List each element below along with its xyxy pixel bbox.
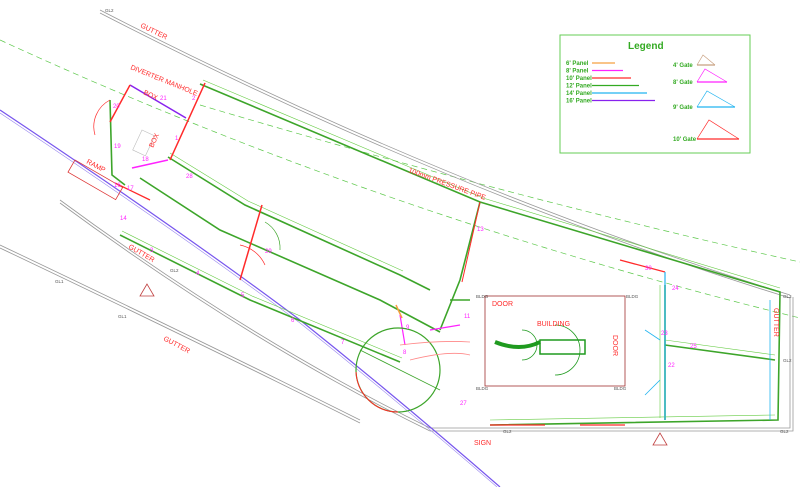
legend-gate-swing [696,119,740,140]
property-line-dashed [199,104,800,263]
play-structure [494,340,541,349]
property-line-dashed [0,39,800,319]
panel-number: 27 [460,401,467,407]
legend-gate-label: 8' Gate [673,80,693,86]
legend-panel-label: 16' Panel [566,99,592,105]
gutter-label: GUTTER [162,336,191,356]
panel-number: 5 [241,293,245,299]
panel-number: 6 [291,318,295,324]
panel-number: 7 [341,340,345,346]
legend-gate-label: 4' Gate [673,63,693,69]
legend-gate-label: 10' Gate [673,137,697,143]
door-label: DOOR [492,301,513,308]
pressure-pipe-line [0,109,501,487]
survey-point-label: GL2 [105,8,114,13]
panel-number: 4 [196,271,200,277]
survey-point-label: BLDG [476,294,489,299]
panel-number: 8 [403,350,407,356]
survey-marker-triangle [139,283,155,297]
survey-point-label: GL1 [118,314,127,319]
panel-number: 2 [192,96,196,102]
panel-number: 24 [672,286,679,292]
legend-gate-label: 9' Gate [673,105,693,111]
legend-gate-swing [696,54,716,66]
legend-title: Legend [628,41,664,52]
panel-number: 30 [645,266,652,272]
box-label: BOX [142,89,159,102]
survey-points: GL2 GL2 GL1 GL1 GL2 GL2 GL3 GL2 BLDG BLD… [55,8,792,434]
legend-panel-label: 12' Panel [566,84,592,90]
survey-point-label: GL2 [503,429,512,434]
survey-point-label: BLDG [476,386,489,391]
door-label: DOOR [611,335,618,356]
building-outline [484,295,626,387]
legend-gate-swing [696,90,736,108]
survey-point-label: GL2 [783,358,792,363]
panel-number: 28 [186,174,193,180]
box-label: BOX [148,132,161,149]
panel-number: 9 [406,325,410,331]
legend-gate-swing [696,68,728,83]
legend-panel-label: 10' Panel [566,76,592,82]
sign-label: SIGN [474,440,491,447]
ramp-outline [67,159,124,201]
legend-panel-label: 14' Panel [566,91,592,97]
pressure-pipe-label: 100mm PRESSURE PIPE [407,167,486,202]
survey-point-label: GL3 [783,294,792,299]
gutter-lines [0,9,794,432]
panel-number: 17 [127,186,134,192]
panel-number: 3 [150,248,154,254]
fence-lines-thin [121,79,781,421]
legend-panel-label: 6' Panel [566,61,589,67]
panel-number: 13 [477,227,484,233]
survey-point-label: GL2 [780,429,789,434]
panel-number: 1 [175,136,179,142]
panel-number: 25 [690,344,697,350]
panel-number: 11 [464,314,471,320]
fence-lines [109,83,781,426]
survey-point-label: GL2 [170,268,179,273]
building-label: BUILDING [537,321,570,328]
survey-point-label: GL1 [55,279,64,284]
panel-number: 19 [114,144,121,150]
survey-point-label: BLDG [626,294,639,299]
panel-number: 29 [265,249,272,255]
panel-number: 22 [668,363,675,369]
survey-marker-triangle [652,432,668,446]
diverter-manhole-label: DIVERTER MANHOLE [129,64,199,98]
panel-number: 14 [120,216,127,222]
legend-panel-label: 8' Panel [566,69,589,75]
panel-number: 21 [160,96,167,102]
panel-number: 23 [661,331,668,337]
panel-number: 18 [142,157,149,163]
survey-point-label: BLDG [614,386,627,391]
box-outline [132,129,156,157]
panel-number: 16 [114,183,121,189]
panel-number: 20 [113,104,120,110]
gutter-label: GUTTER [772,308,779,337]
